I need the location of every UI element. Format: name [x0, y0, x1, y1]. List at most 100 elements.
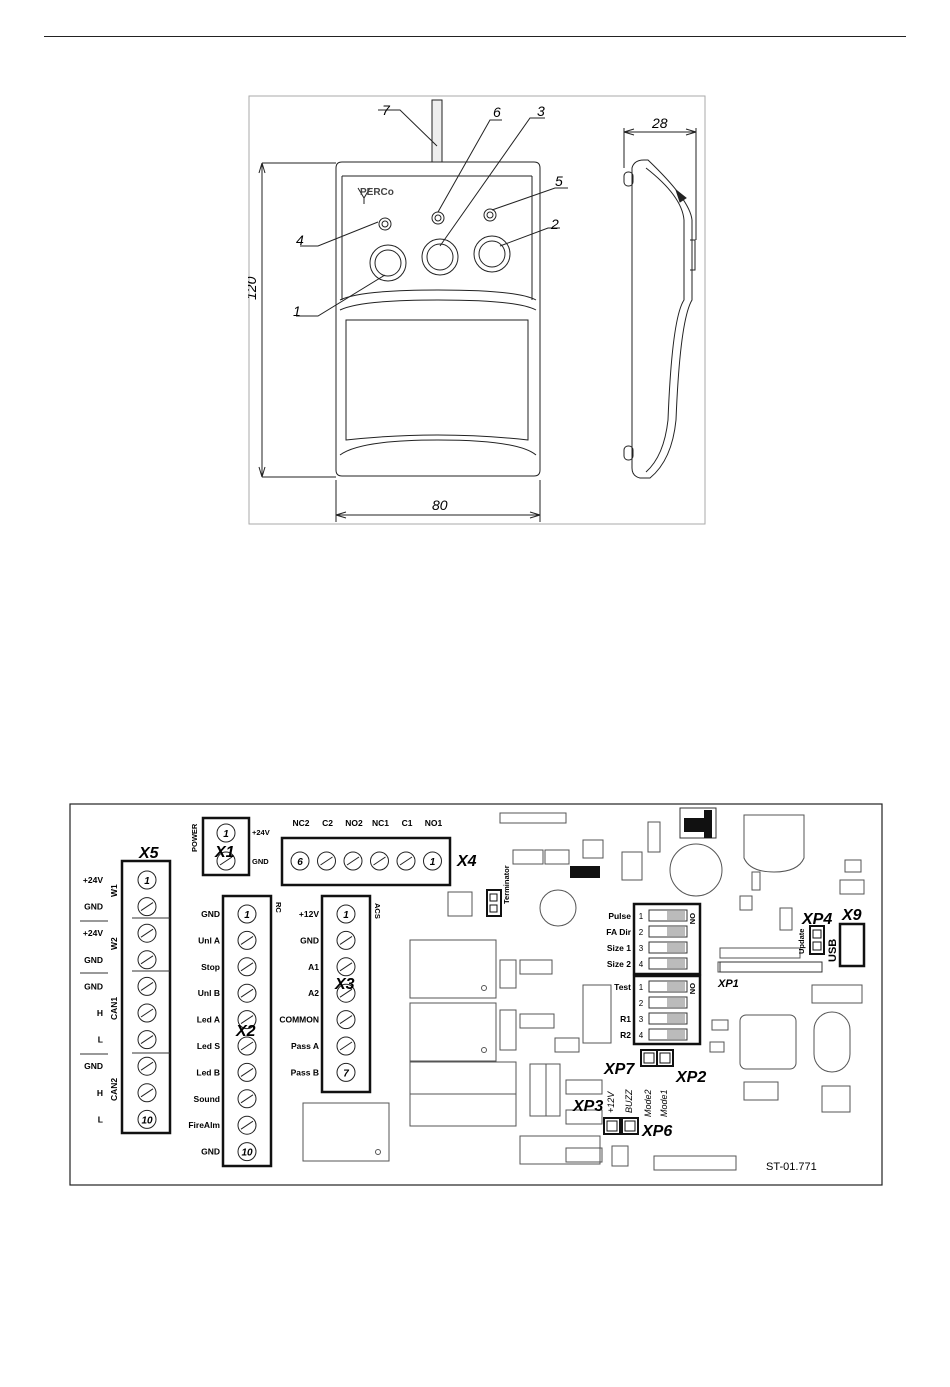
buzz-label: BUZZ — [624, 1089, 634, 1113]
dim-width: 80 — [432, 497, 448, 513]
callout-7: 7 — [382, 102, 391, 118]
board-outline — [69, 803, 883, 1186]
x2-screw-9 — [237, 1115, 257, 1135]
x3-title: ACS — [373, 903, 382, 919]
xp3-label: XP3 — [572, 1098, 603, 1115]
mode1-label: Mode1 — [659, 1089, 669, 1117]
x2-screw-5 — [237, 1010, 257, 1030]
xp6-label: XP6 — [641, 1123, 672, 1140]
x5-screw-10-number: 10 — [141, 1115, 153, 1126]
group-w1: W1 — [109, 884, 119, 897]
x5-screw-7 — [137, 1030, 157, 1050]
x3-pin-label-7: Pass B — [291, 1067, 319, 1077]
x4-label-3: NO2 — [345, 818, 363, 828]
remote-control-drawing: PERCo 7 6 3 5 2 4 1 120 80 28 — [248, 95, 706, 525]
x5-pin-label-9: H — [97, 1088, 103, 1098]
x3-screw-4 — [336, 983, 356, 1003]
x3-screw-1-number: 1 — [343, 910, 349, 921]
sw1-num-4: 4 — [639, 960, 644, 969]
dip-switch-2 — [632, 974, 702, 1046]
sw2-num-2: 2 — [639, 999, 644, 1008]
x1-screw-1: 1 — [216, 823, 236, 843]
relay-chip — [302, 1102, 390, 1162]
x1-title: POWER — [190, 823, 199, 852]
group-can1: CAN1 — [109, 997, 119, 1020]
x3-screw-1: 1 — [336, 904, 356, 924]
x2-pin-label-8: Sound — [194, 1094, 220, 1104]
x3-pin-label-1: +12V — [299, 909, 319, 919]
x4-screw-2 — [317, 851, 336, 871]
dip-switch-1 — [632, 902, 702, 976]
x5-screw-2 — [137, 897, 157, 917]
sw1-label-2: FA Dir — [606, 927, 631, 937]
x2-screw-1-number: 1 — [244, 910, 250, 921]
x5-screw-8 — [137, 1056, 157, 1076]
sw2-label-4: R2 — [620, 1030, 631, 1040]
x9-label: X9 — [841, 907, 862, 924]
x3-screw-7-number: 7 — [343, 1068, 349, 1079]
x3-pin-label-5: COMMON — [279, 1015, 319, 1025]
x4-screw-4 — [370, 851, 389, 871]
x4-label-6: NO1 — [425, 818, 443, 828]
x2-pin-label-6: Led S — [197, 1041, 220, 1051]
x2-title: RC — [274, 902, 283, 913]
x2-screw-7 — [237, 1062, 257, 1082]
x4-label-2: C2 — [322, 818, 333, 828]
board-code: ST-01.771 — [766, 1161, 817, 1173]
x3-block — [320, 894, 372, 1094]
x5-pin-label-4: GND — [84, 955, 103, 965]
x5-screw-10: 10 — [137, 1109, 157, 1129]
brand-logo-text: PERCo — [360, 187, 394, 198]
x1-pin-gnd: GND — [252, 857, 269, 866]
xp7-label: XP7 — [603, 1061, 635, 1078]
x5-screw-5 — [137, 976, 157, 996]
x5-pin-label-5: GND — [84, 981, 103, 991]
x5-pin-label-8: GND — [84, 1061, 103, 1071]
x2-screw-6 — [237, 1036, 257, 1056]
x2-screw-8 — [237, 1089, 257, 1109]
sw1-label-1: Pulse — [608, 911, 631, 921]
x4-screw-1: 6 — [290, 851, 310, 871]
x5-pin-label-3: +24V — [83, 928, 103, 938]
x1-screw-1-number: 1 — [223, 829, 229, 840]
x4-screw-6-number: 1 — [430, 857, 436, 868]
x2-block — [221, 894, 273, 1168]
x5-label: X5 — [138, 845, 160, 862]
group-can2: CAN2 — [109, 1078, 119, 1101]
x5-pin-label-6: H — [97, 1008, 103, 1018]
x5-screw-3 — [137, 923, 157, 943]
sw2-label-1: Test — [614, 982, 631, 992]
x4-screw-5 — [396, 851, 416, 871]
x4-label: X4 — [456, 853, 477, 870]
update-label: Update — [797, 929, 806, 954]
x1-label: X1 — [214, 844, 235, 861]
sw1-num-1: 1 — [639, 912, 644, 921]
x5-pin-label-7: L — [98, 1035, 103, 1045]
x1-block — [201, 816, 251, 877]
sw2-on: ON — [688, 983, 697, 994]
x5-screw-9 — [137, 1083, 157, 1103]
callout-1: 1 — [293, 303, 301, 319]
x2-pin-label-3: Stop — [201, 962, 220, 972]
callout-6: 6 — [493, 104, 501, 120]
x2-screw-4 — [237, 983, 257, 1003]
x2-screw-2 — [237, 930, 257, 950]
callout-3: 3 — [537, 103, 545, 119]
x4-screw-1-number: 6 — [297, 857, 303, 868]
dim-height: 120 — [248, 276, 259, 300]
usb-connector — [838, 922, 866, 968]
x5-screw-1: 1 — [137, 870, 157, 890]
x2-pin-label-2: Unl A — [198, 935, 220, 945]
sw2-num-1: 1 — [639, 983, 644, 992]
x4-screw-3 — [343, 851, 363, 871]
x5-screw-6 — [137, 1003, 157, 1023]
x5-screw-4 — [137, 950, 157, 970]
x2-pin-label-9: FireAlm — [188, 1120, 220, 1130]
x4-label-5: C1 — [402, 818, 413, 828]
plus12v-label: +12V — [606, 1091, 616, 1113]
sw2-label-3: R1 — [620, 1014, 631, 1024]
x1-pin-24v: +24V — [252, 828, 270, 837]
usb-label: USB — [827, 939, 839, 962]
callout-2: 2 — [550, 216, 559, 232]
